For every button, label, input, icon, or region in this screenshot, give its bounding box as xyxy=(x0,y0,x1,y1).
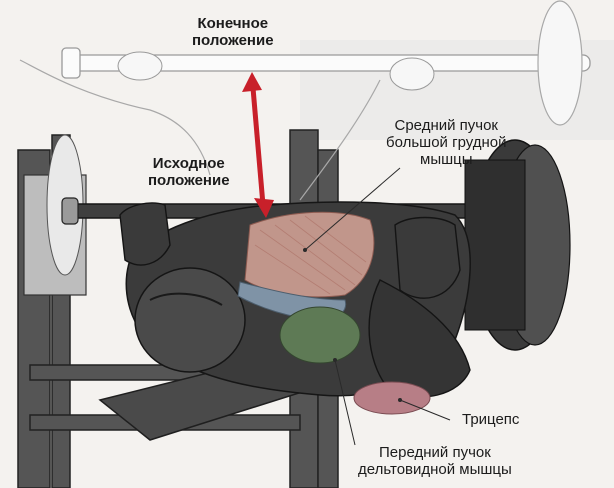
triceps-muscle xyxy=(353,381,431,415)
leader-dots xyxy=(303,248,402,402)
label-start-position-line1: Исходное xyxy=(152,155,225,172)
label-triceps-text: Трицепс xyxy=(462,411,520,428)
label-middle-bundle-line3: мышцы xyxy=(420,151,473,168)
label-front-bundle: Передний пучок дельтовидной мышцы xyxy=(358,444,512,478)
label-end-position-line2: положение xyxy=(192,32,274,49)
label-middle-bundle-line1: Средний пучок xyxy=(394,117,499,134)
label-start-position: Исходное положение xyxy=(148,155,230,189)
lifter-head xyxy=(134,267,246,373)
label-middle-bundle-line2: большой грудной xyxy=(386,134,507,151)
label-middle-bundle: Средний пучок большой грудной мышцы xyxy=(386,117,507,168)
label-end-position-line1: Конечное xyxy=(197,15,269,32)
label-front-bundle-line2: дельтовидной мышцы xyxy=(358,461,512,478)
label-start-position-line2: положение xyxy=(148,172,230,189)
label-end-position: Конечное положение xyxy=(192,15,274,49)
deltoid-green-portion xyxy=(279,306,361,364)
chest-muscle-fibers xyxy=(254,215,367,295)
leader-lines xyxy=(304,167,451,446)
label-front-bundle-line1: Передний пучок xyxy=(379,444,491,461)
barbell-end-position xyxy=(19,0,591,201)
label-triceps: Трицепс xyxy=(462,411,519,428)
movement-arrow xyxy=(242,72,274,218)
